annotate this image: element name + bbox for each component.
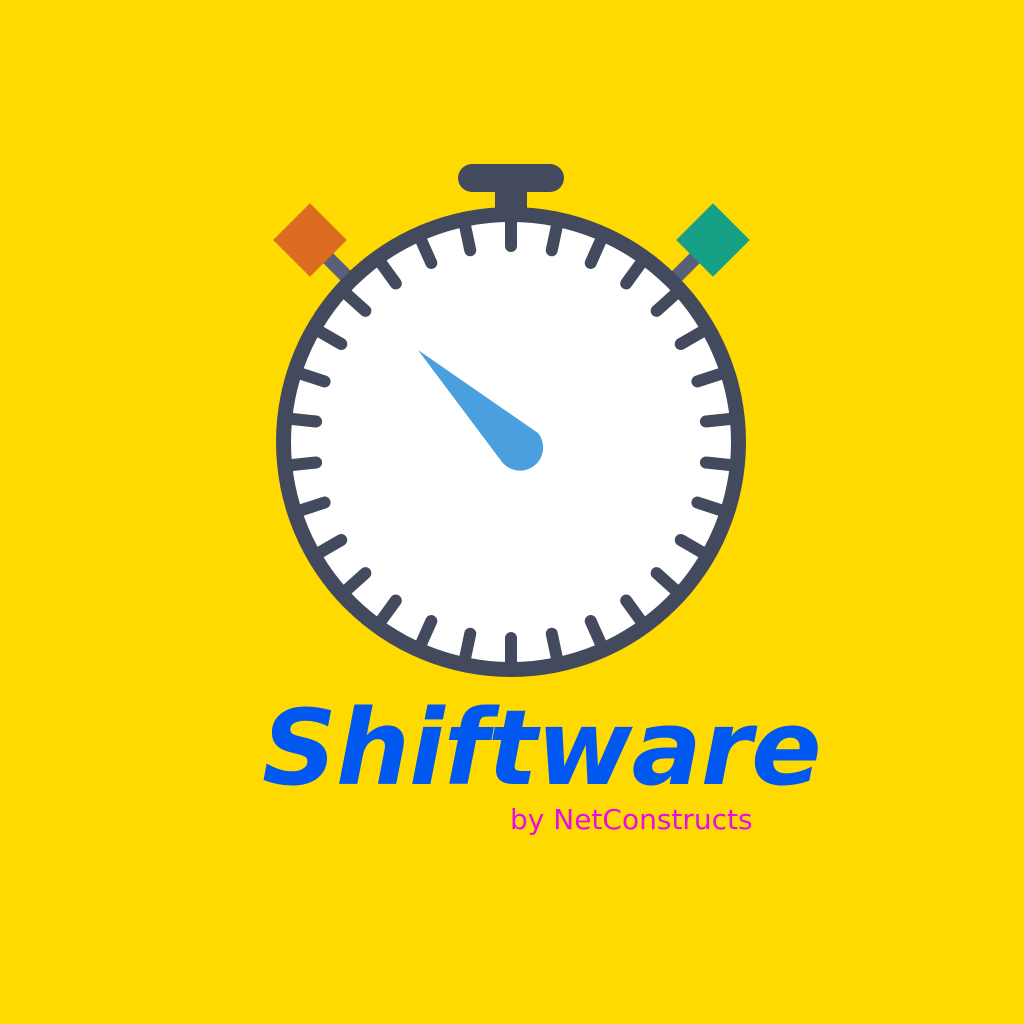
- right-button: [676, 203, 750, 277]
- tick-mark: [620, 258, 647, 290]
- tick-mark: [650, 288, 681, 317]
- brand-name: Shiftware: [262, 687, 822, 809]
- tick-mark: [459, 220, 477, 257]
- tick-mark: [295, 368, 331, 388]
- stopwatch-hand: [418, 350, 544, 471]
- tick-mark: [314, 326, 348, 350]
- tick-mark: [584, 235, 607, 269]
- tick-mark: [545, 220, 563, 257]
- tick-marks: [286, 216, 736, 668]
- tick-mark: [295, 496, 331, 516]
- tick-mark: [459, 627, 477, 664]
- tick-mark: [341, 288, 372, 317]
- tick-mark: [691, 496, 727, 516]
- tick-mark: [415, 615, 438, 649]
- tick-mark: [375, 258, 402, 290]
- crown-cap: [458, 164, 564, 192]
- tick-mark: [341, 567, 372, 596]
- tick-mark: [650, 567, 681, 596]
- tick-mark: [415, 235, 438, 269]
- tick-mark: [674, 534, 708, 558]
- tick-mark: [375, 594, 402, 626]
- tick-mark: [286, 456, 323, 471]
- tick-mark: [545, 627, 563, 664]
- tick-mark: [699, 456, 736, 471]
- tick-mark: [286, 413, 323, 428]
- left-button: [273, 203, 347, 277]
- brand-tagline: by NetConstructs: [510, 803, 753, 836]
- tick-mark: [584, 615, 607, 649]
- tick-mark: [674, 326, 708, 350]
- tick-mark: [314, 534, 348, 558]
- tick-mark: [699, 413, 736, 428]
- tick-mark: [620, 594, 647, 626]
- tick-mark: [691, 368, 727, 388]
